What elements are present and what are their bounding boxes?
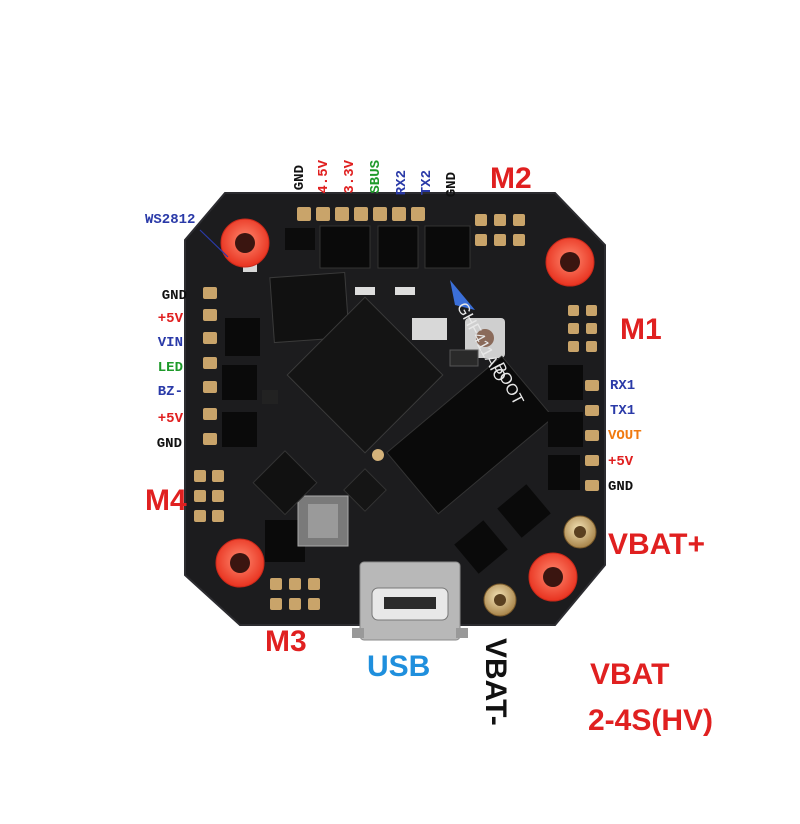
left-pin-gnd-2: GND [156, 436, 182, 452]
top-pin-sbus: SBUS [368, 160, 384, 194]
vbat-title: VBAT [590, 658, 670, 691]
ws2812-label: WS2812 [145, 212, 196, 228]
components [222, 225, 583, 574]
vbat-range: 2-4S(HV) [588, 704, 714, 737]
top-pin-3v3: 3.3V [342, 160, 358, 194]
vbat-plus-label: VBAT+ [608, 528, 705, 561]
top-pin-4v5: 4.5V [316, 160, 332, 194]
left-pin-vin: VIN [157, 335, 183, 351]
right-pin-vout: VOUT [608, 428, 642, 444]
motor-m1-label: M1 [620, 313, 662, 346]
right-pin-tx1: TX1 [610, 403, 636, 419]
left-pin-5v-2: +5V [157, 411, 183, 427]
left-pin-bz: BZ- [157, 384, 183, 400]
right-pin-rx1: RX1 [610, 378, 636, 394]
right-pin-gnd: GND [608, 479, 634, 495]
motor-m3-label: M3 [265, 625, 307, 658]
usb-label: USB [367, 650, 431, 683]
motor-m2-label: M2 [490, 162, 532, 195]
right-pin-5v: +5V [608, 454, 634, 470]
motor-m4-label: M4 [145, 484, 187, 517]
usb-port [352, 561, 468, 641]
top-pin-gnd-1: GND [292, 165, 308, 191]
vbat-minus-label: VBAT- [479, 638, 512, 726]
mount-holes [215, 218, 595, 602]
left-pin-led: LED [157, 360, 183, 376]
top-pin-gnd-2: GND [444, 172, 460, 198]
left-pin-gnd-1: GND [161, 288, 187, 304]
top-pin-tx2: TX2 [419, 170, 435, 196]
top-pin-rx2: RX2 [394, 170, 410, 196]
left-pin-5v-1: +5V [157, 311, 183, 327]
